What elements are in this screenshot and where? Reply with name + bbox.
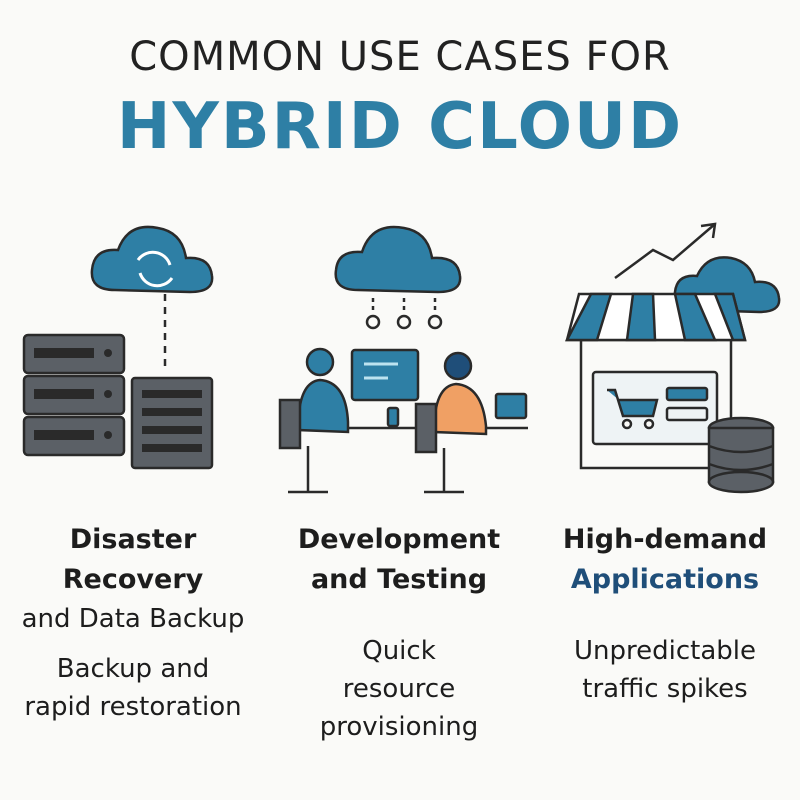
- use-case-development-testing: Development and Testing Quick resource p…: [266, 520, 532, 746]
- use-case-heading-line1: High-demand: [562, 524, 768, 555]
- use-case-heading-line2: and Testing: [310, 564, 488, 595]
- use-case-high-demand: High-demand Applications Unpredictable t…: [532, 520, 798, 708]
- use-case-description-line1: Quick: [362, 636, 436, 666]
- use-case-description-line1: Unpredictable: [574, 636, 756, 666]
- use-case-heading-line2: Applications: [570, 564, 760, 595]
- use-case-disaster-recovery: Disaster Recovery and Data Backup Backup…: [0, 520, 266, 726]
- use-case-description-line3: provisioning: [319, 712, 479, 742]
- use-case-description-line2: rapid restoration: [24, 692, 242, 722]
- use-case-heading-line1: Disaster: [69, 524, 197, 555]
- title-line-1: COMMON USE CASES FOR: [129, 34, 671, 80]
- use-case-description-line1: Backup and: [56, 654, 210, 684]
- developers-cloud-icon: [278, 225, 528, 494]
- use-case-heading-line3: and Data Backup: [21, 604, 245, 634]
- title-line-2: HYBRID CLOUD: [116, 90, 684, 164]
- use-case-description-line2: resource: [342, 674, 456, 704]
- cloud-sync-server-icon: [22, 225, 214, 470]
- use-case-description-line2: traffic spikes: [582, 674, 748, 704]
- use-case-heading-line1: Development: [297, 524, 501, 555]
- storefront-cloud-icon: [564, 222, 781, 494]
- use-case-heading-line2: Recovery: [62, 564, 204, 595]
